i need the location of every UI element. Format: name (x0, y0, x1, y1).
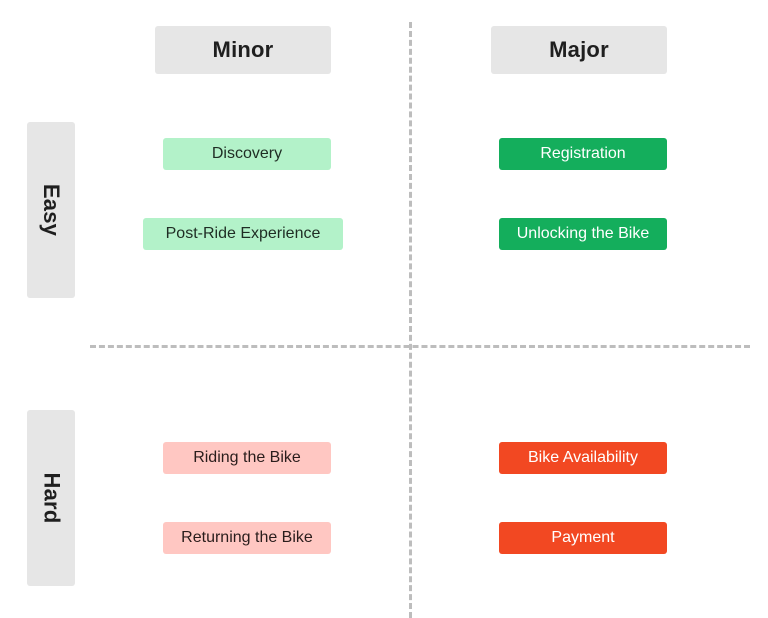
chip-post-ride-experience[interactable]: Post-Ride Experience (143, 218, 343, 250)
chip-label: Returning the Bike (181, 529, 313, 546)
column-header-minor-label: Minor (212, 37, 274, 62)
chip-label: Unlocking the Bike (516, 225, 650, 242)
chip-riding-the-bike[interactable]: Riding the Bike (163, 442, 331, 474)
chip-bike-availability[interactable]: Bike Availability (499, 442, 667, 474)
chip-returning-the-bike[interactable]: Returning the Bike (163, 522, 331, 554)
row-header-hard: Hard (27, 410, 75, 586)
chip-discovery[interactable]: Discovery (163, 138, 331, 170)
chip-label: Discovery (211, 145, 283, 162)
chip-payment[interactable]: Payment (499, 522, 667, 554)
row-header-easy: Easy (27, 122, 75, 298)
chip-registration[interactable]: Registration (499, 138, 667, 170)
chip-label: Post-Ride Experience (165, 225, 321, 242)
column-header-major-label: Major (549, 37, 609, 62)
row-header-hard-label: Hard (39, 472, 64, 524)
chip-label: Registration (540, 145, 626, 162)
vertical-divider (409, 22, 412, 618)
column-header-minor: Minor (155, 26, 331, 74)
horizontal-divider (90, 345, 750, 348)
chip-label: Payment (551, 529, 615, 546)
chip-label: Bike Availability (528, 449, 638, 466)
chip-label: Riding the Bike (193, 449, 301, 466)
chip-unlocking-the-bike[interactable]: Unlocking the Bike (499, 218, 667, 250)
column-header-major: Major (491, 26, 667, 74)
row-header-easy-label: Easy (39, 183, 64, 237)
